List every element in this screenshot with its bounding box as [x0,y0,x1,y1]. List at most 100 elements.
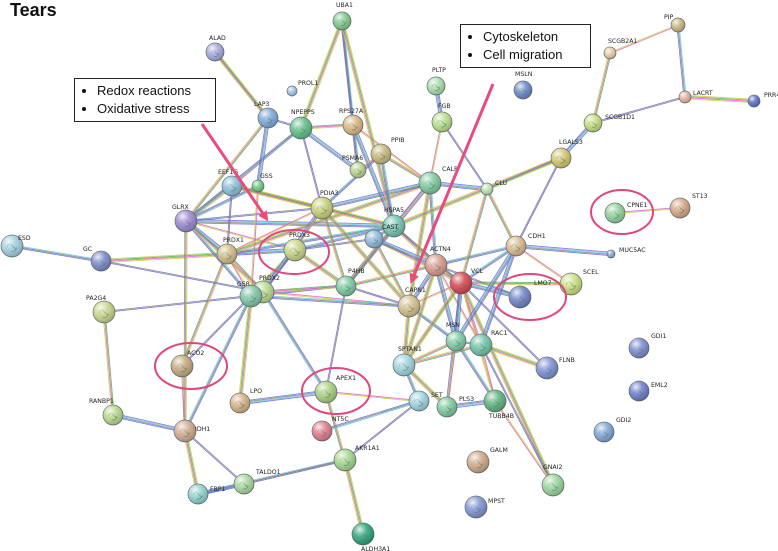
node-lgals3[interactable]: LGALS3 [550,139,583,169]
node-fgb[interactable]: FGB [431,103,453,133]
node-st13[interactable]: ST13 [669,193,708,219]
node-ranbp1[interactable]: RANBP1 [89,398,124,426]
node-msln[interactable]: MSLN [513,71,533,100]
node-tubb4b[interactable]: TUBB4B [483,389,514,420]
node-prr4[interactable]: PRR4 [747,92,778,108]
edge-cpne1-st13 [614,207,681,214]
node-cast[interactable]: CAST [364,224,398,249]
node-pltp[interactable]: PLTP [426,67,446,96]
edge-apex1-lpo [239,389,327,406]
edge-cdh1-muc5ac [515,243,612,257]
node-shine [419,172,441,194]
edge-vcl-flnb [460,282,548,369]
node-shine [188,484,208,504]
node-lmo7[interactable]: LMO7 [508,280,552,309]
node-shine [252,180,264,192]
node-shine [506,236,526,256]
node-set[interactable]: SET [408,390,443,412]
edge-lgals3-hspa5 [393,156,562,228]
node-shine [217,244,237,264]
node-gdi1[interactable]: GDI1 [628,333,666,359]
node-ppib[interactable]: PPIB [370,137,405,165]
node-rps27a[interactable]: RPS27A [339,108,364,136]
node-muc5ac[interactable]: MUC5AC [606,247,646,259]
node-shine [1,235,23,257]
node-p4hb[interactable]: P4HB [335,268,365,297]
node-calr[interactable]: CALR [418,166,459,195]
node-cdh1[interactable]: CDH1 [505,233,546,257]
node-galm[interactable]: GALM [466,447,508,474]
node-uba1[interactable]: UBA1 [332,2,353,31]
node-gc[interactable]: GC [83,246,112,272]
node-label: GNAI2 [543,464,562,471]
node-shine [371,144,391,164]
node-prdx1[interactable]: PRDX1 [216,237,244,265]
node-esd[interactable]: ESD [0,234,31,258]
node-apex1[interactable]: APEX1 [314,375,356,404]
node-taldo1[interactable]: TALDO1 [233,469,281,495]
node-shine [171,355,193,377]
node-lpo[interactable]: LPO [229,388,262,414]
node-flnb[interactable]: FLNB [535,356,575,380]
node-psma6[interactable]: PSMA6 [342,155,367,179]
node-scgb1d1[interactable]: SCGB1D1 [583,113,635,133]
node-shine [383,215,405,237]
node-capn1[interactable]: CAPN1 [397,287,426,318]
node-label: CAPN1 [405,287,426,294]
node-lacrt[interactable]: LACRT [678,90,713,104]
node-pa2g4[interactable]: PA2G4 [86,295,116,324]
node-shine [560,273,582,295]
node-shine [450,272,472,294]
node-label: MSN [446,322,460,329]
node-scgb2a1[interactable]: SCGB2A1 [603,38,637,60]
node-nt5c[interactable]: NT5C [311,416,349,442]
node-msn[interactable]: MSN [445,322,467,352]
node-gdi2[interactable]: GDI2 [593,417,631,443]
node-label: CLU [495,180,507,187]
highlight-circle-prdx3 [258,229,330,275]
node-gsr[interactable]: GSR [237,281,263,308]
node-pdia3[interactable]: PDIA3 [310,190,339,220]
node-label: MSLN [515,71,533,78]
node-aco2[interactable]: ACO2 [170,350,204,378]
node-idh1[interactable]: IDH1 [173,419,210,443]
node-lap3[interactable]: LAP3 [254,101,279,129]
node-eef1g[interactable]: EEF1G [218,169,243,197]
edge-set-nt5c [321,399,420,433]
node-aldh3a1[interactable]: ALDH3A1 [351,522,390,551]
node-akr1a1[interactable]: AKR1A1 [333,445,380,472]
node-vcl[interactable]: VCL [449,268,484,295]
node-cpne1[interactable]: CPNE1 [604,202,648,224]
node-hspa5[interactable]: HSPA5 [382,207,406,238]
node-clu[interactable]: CLU [480,180,507,196]
node-shine [584,114,602,132]
node-pip[interactable]: PIP [664,14,686,33]
node-sptan1[interactable]: SPTAN1 [392,346,422,377]
edge-lacrt-prr4 [684,94,755,104]
node-rac1[interactable]: RAC1 [469,330,507,357]
node-shine [465,496,487,518]
node-label: EML2 [651,382,668,389]
node-gnai2[interactable]: GNAI2 [541,464,565,497]
node-fbp1[interactable]: FBP1 [187,483,226,505]
node-shine [607,250,615,258]
node-label: RPS27A [339,108,364,115]
node-mpst[interactable]: MPST [464,495,505,519]
node-glrx[interactable]: GLRX [172,204,198,233]
highlight-circle-apex1 [301,367,371,415]
node-shine [343,115,363,135]
node-scel[interactable]: SCEL [559,269,599,296]
node-gss[interactable]: GSS [251,173,273,193]
node-label: RANBP1 [89,398,114,405]
node-eml2[interactable]: EML2 [628,380,668,402]
node-prdx3[interactable]: PRDX3 [283,232,310,262]
node-label: PIP [664,14,674,21]
node-pls3[interactable]: PLS3 [436,396,474,418]
node-prol1[interactable]: PROL1 [286,80,318,97]
node-shine [93,301,115,323]
edge-akr1a1-aldh3a1 [342,459,366,535]
node-alad[interactable]: ALAD [205,35,226,62]
node-npepps[interactable]: NPEPPS [289,109,315,140]
edge-actn4-p4hb [345,263,437,288]
node-actn4[interactable]: ACTN4 [424,246,451,277]
